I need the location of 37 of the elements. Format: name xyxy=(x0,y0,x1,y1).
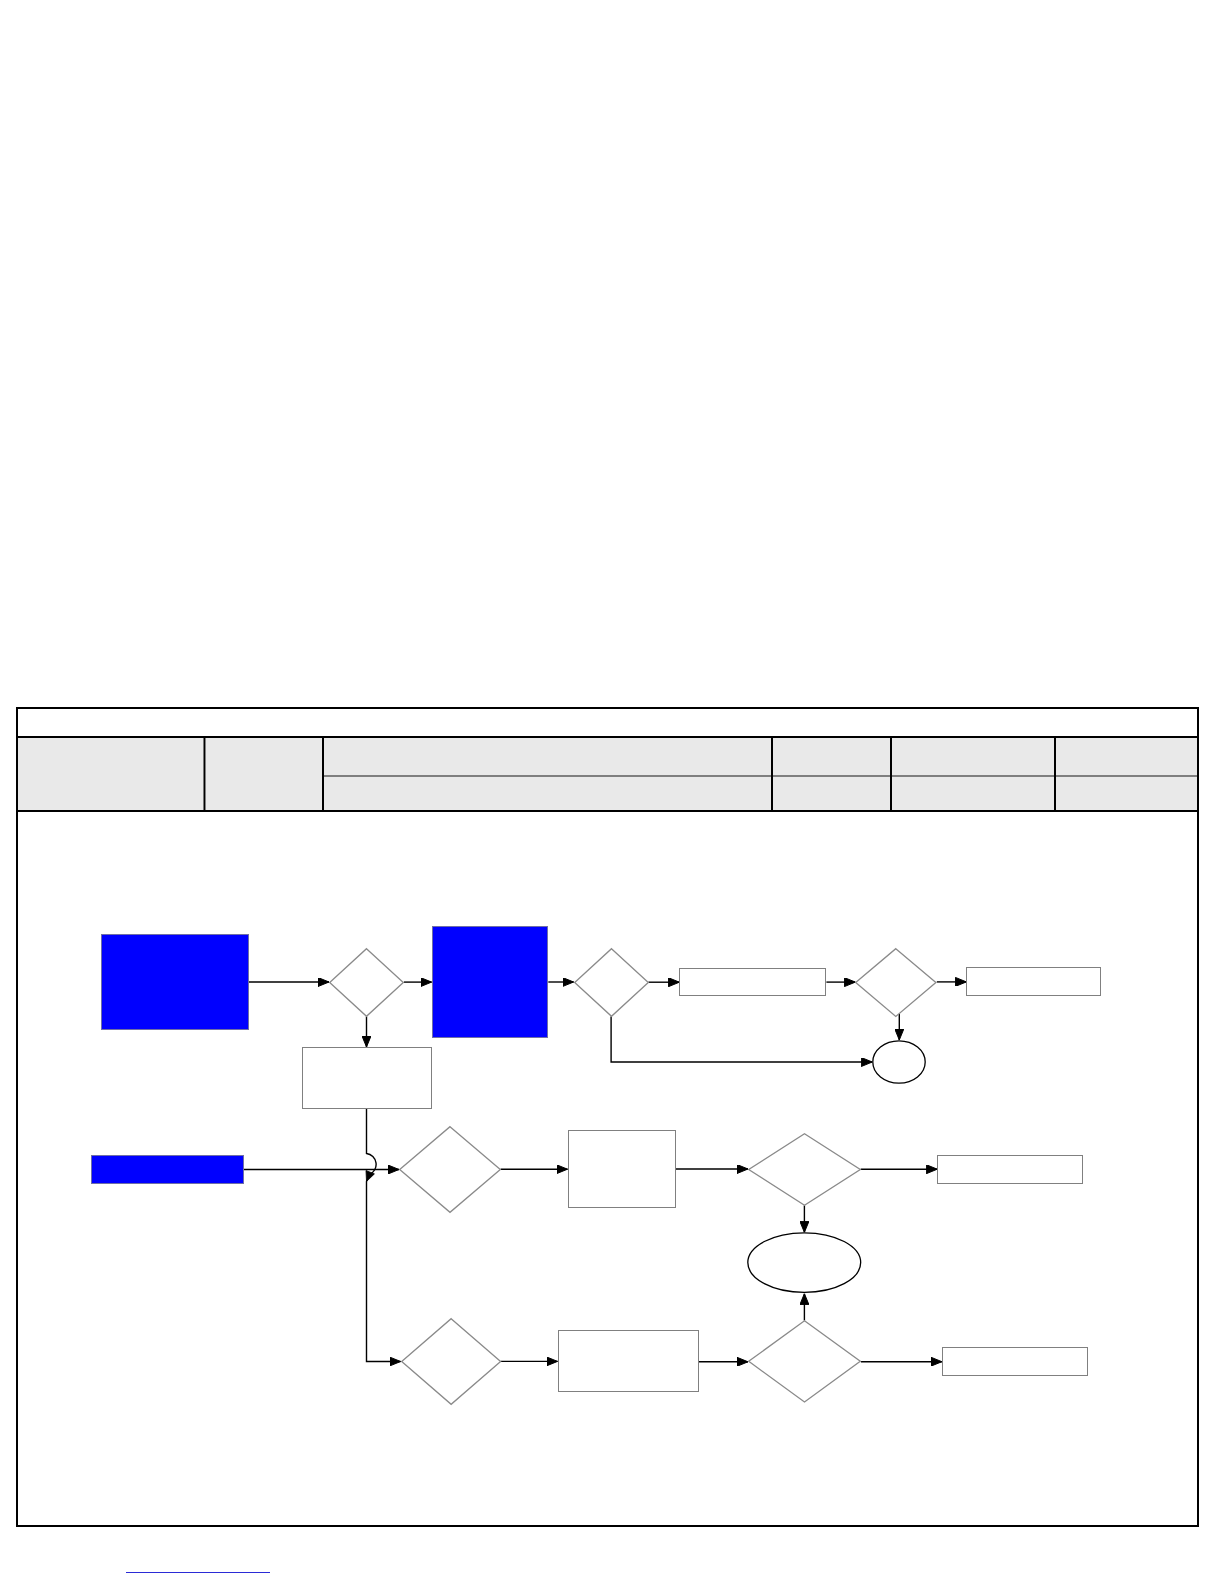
process-box xyxy=(90,1154,244,1184)
arrow xyxy=(799,1204,810,1234)
arrow xyxy=(936,976,968,987)
decision-diamond xyxy=(573,947,649,1017)
arrow xyxy=(674,1164,749,1174)
decision-diamond xyxy=(399,1126,501,1213)
process-box xyxy=(301,1047,432,1109)
arrow xyxy=(860,1356,943,1367)
decision-diamond xyxy=(748,1320,861,1404)
terminal-oval xyxy=(872,1040,927,1084)
arrow xyxy=(500,1356,559,1367)
arrow xyxy=(825,977,857,988)
arrow xyxy=(403,977,433,988)
process-box xyxy=(937,1154,1084,1184)
terminal-oval xyxy=(747,1232,862,1294)
arrow xyxy=(248,977,330,987)
decision-diamond xyxy=(329,947,404,1017)
arrow xyxy=(799,1292,810,1322)
process-box xyxy=(941,1347,1089,1377)
process-box xyxy=(966,967,1101,997)
arrow xyxy=(499,1164,569,1175)
process-box xyxy=(101,934,249,1030)
arrow xyxy=(894,1013,905,1041)
arrow xyxy=(361,1015,372,1048)
decision-diamond xyxy=(855,947,937,1017)
process-box xyxy=(557,1330,699,1393)
arrow xyxy=(547,977,575,987)
arrow xyxy=(697,1356,749,1367)
process-box xyxy=(431,926,549,1038)
arrow xyxy=(242,1164,400,1175)
arrow xyxy=(647,977,681,988)
arrow xyxy=(860,1164,938,1175)
process-box xyxy=(567,1130,676,1209)
arrow xyxy=(610,1015,873,1067)
decision-diamond xyxy=(400,1318,501,1405)
decision-diamond xyxy=(748,1132,861,1206)
process-box xyxy=(679,968,827,997)
